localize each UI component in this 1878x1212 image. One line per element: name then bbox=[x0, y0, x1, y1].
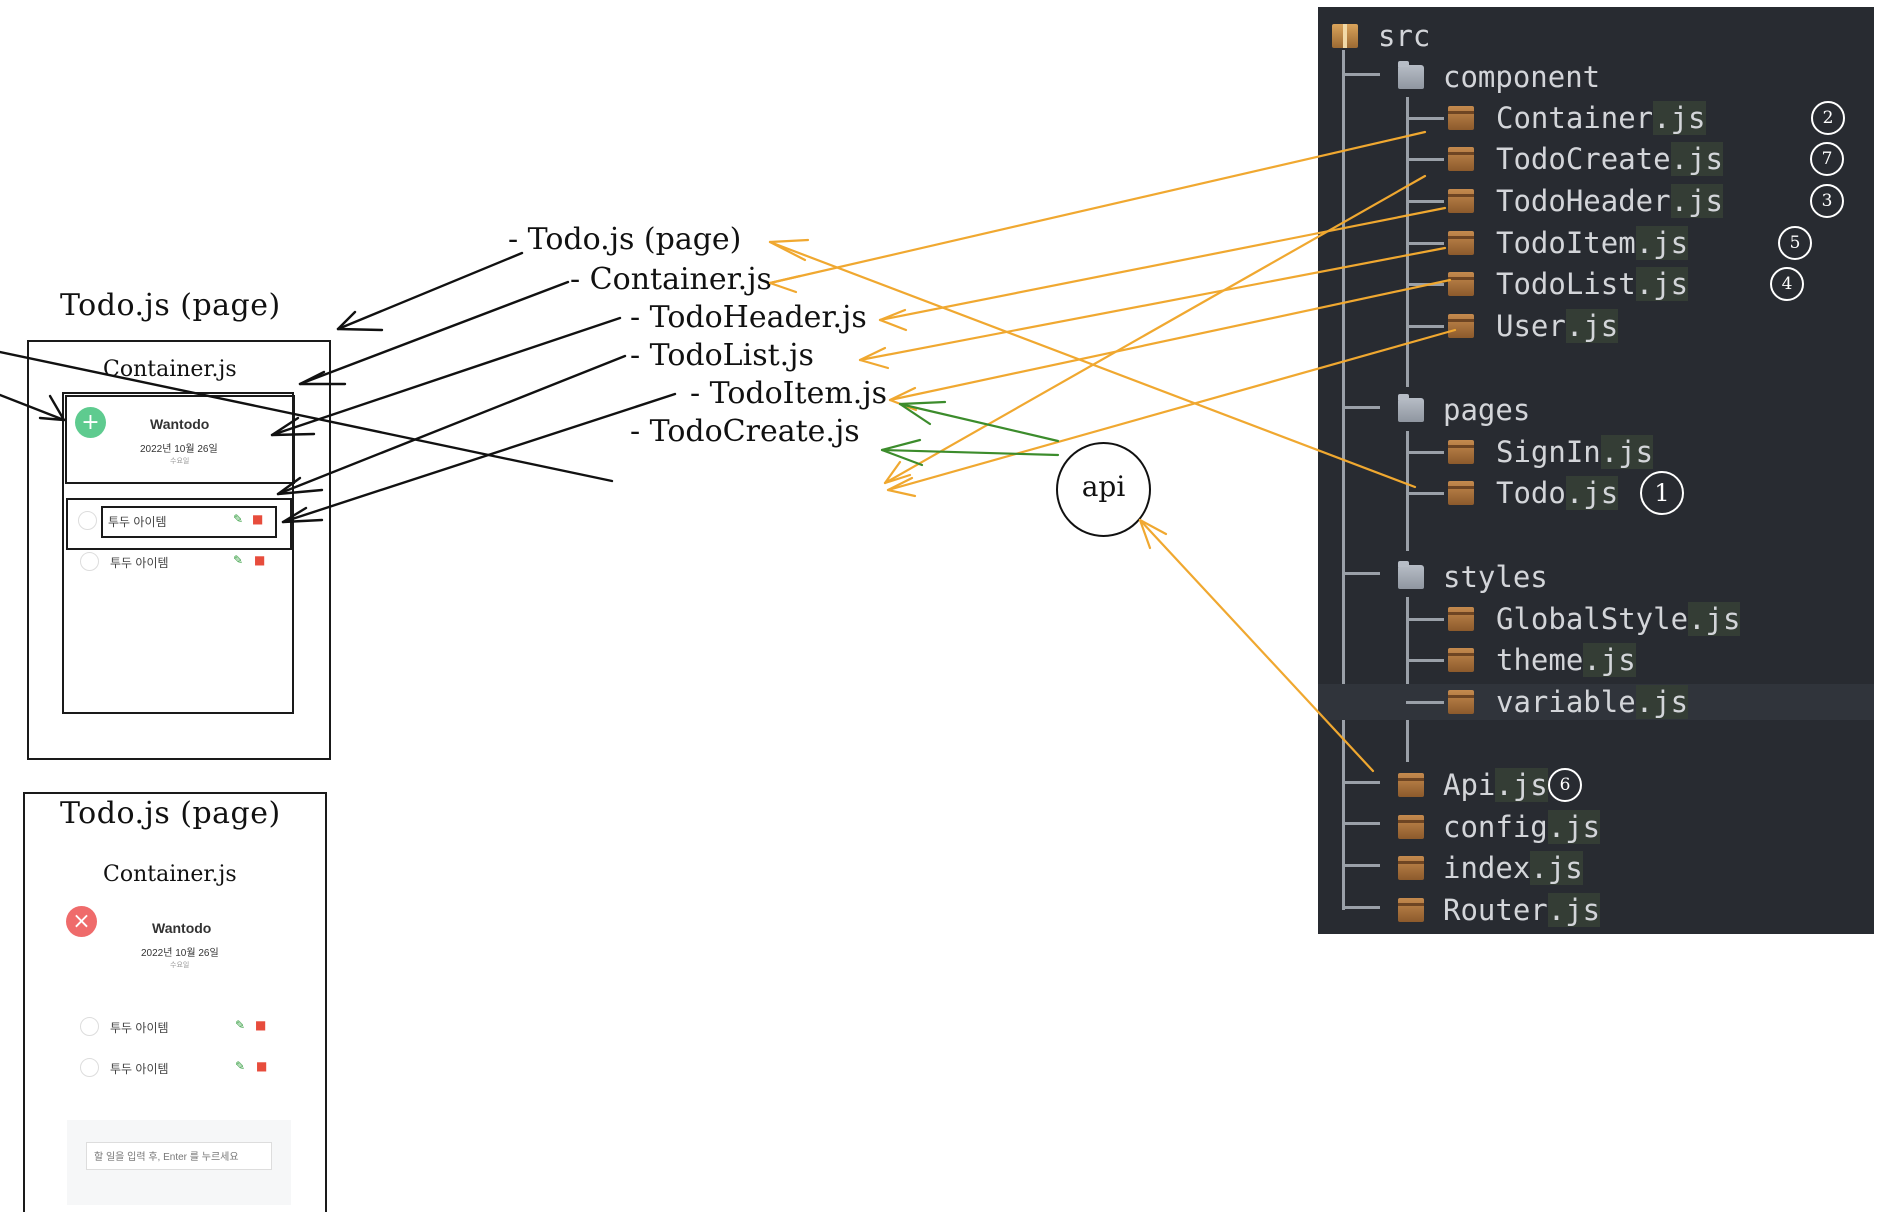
file-icon bbox=[1448, 440, 1474, 464]
header-date: 2022년 10월 26일 bbox=[141, 948, 219, 959]
file-icon bbox=[1448, 147, 1474, 171]
mockup-top-page-label: Todo.js (page) bbox=[60, 288, 281, 323]
package-icon bbox=[1332, 24, 1358, 48]
tree-file-variable[interactable]: variable.js bbox=[1318, 684, 1874, 720]
order-number: 7 bbox=[1810, 142, 1844, 176]
order-number: 2 bbox=[1811, 101, 1845, 135]
tree-file-globalstyle[interactable]: GlobalStyle.js bbox=[1406, 601, 1846, 637]
todo-create-input[interactable]: 할 일을 입력 후, Enter 를 누르세요 bbox=[86, 1142, 272, 1170]
component-item-todo-create: - TodoCreate.js bbox=[630, 414, 860, 449]
tree-file-todo[interactable]: Todo.js 1 bbox=[1406, 471, 1846, 515]
tree-file-container[interactable]: Container.js 2 bbox=[1406, 100, 1846, 136]
todo-item-text: 투두 아이템 bbox=[110, 1021, 169, 1035]
pencil-icon[interactable]: ✎ bbox=[233, 553, 244, 567]
checkbox-icon[interactable] bbox=[80, 1058, 99, 1077]
file-icon bbox=[1448, 607, 1474, 631]
todo-list-box bbox=[66, 498, 292, 550]
folder-icon bbox=[1398, 61, 1424, 89]
todo-create-panel: 할 일을 입력 후, Enter 를 누르세요 bbox=[67, 1120, 291, 1205]
file-tree-panel: src component Container.js 2 TodoCreate.… bbox=[1318, 7, 1874, 934]
mockup-bottom-page-frame bbox=[23, 792, 327, 1212]
tree-file-signin[interactable]: SignIn.js bbox=[1406, 434, 1846, 470]
todo-item-text: 투두 아이템 bbox=[110, 1062, 169, 1076]
folder-icon bbox=[1398, 394, 1424, 422]
file-icon bbox=[1448, 272, 1474, 296]
list-item: 투두 아이템 ✎ ■ bbox=[80, 1015, 275, 1039]
green-arrows bbox=[880, 400, 1060, 467]
file-icon bbox=[1398, 898, 1424, 922]
order-number: 4 bbox=[1770, 267, 1804, 301]
checkbox-icon[interactable] bbox=[78, 511, 97, 530]
tree-file-api[interactable]: Api.js 6 bbox=[1398, 767, 1838, 803]
file-icon bbox=[1448, 189, 1474, 213]
trash-icon[interactable]: ■ bbox=[255, 1018, 267, 1032]
trash-icon[interactable]: ■ bbox=[254, 553, 266, 567]
file-icon bbox=[1448, 314, 1474, 338]
api-label: api bbox=[1081, 470, 1126, 503]
component-item-todo-item: - TodoItem.js bbox=[690, 376, 888, 411]
file-icon bbox=[1398, 856, 1424, 880]
pencil-icon[interactable]: ✎ bbox=[235, 1018, 246, 1032]
tree-file-todoitem[interactable]: TodoItem.js 5 bbox=[1406, 225, 1846, 261]
pencil-icon[interactable]: ✎ bbox=[235, 1059, 246, 1073]
component-item-container: - Container.js bbox=[570, 262, 772, 297]
tree-file-user[interactable]: User.js bbox=[1406, 308, 1846, 344]
list-item: 투두 아이템 ✎ ■ bbox=[78, 509, 273, 533]
header-weekday: 수요일 bbox=[170, 458, 190, 465]
header-date: 2022년 10월 26일 bbox=[140, 444, 218, 455]
order-number: 5 bbox=[1778, 226, 1812, 260]
mockup-bottom-page-label: Todo.js (page) bbox=[60, 796, 281, 831]
app-title: Wantodo bbox=[152, 920, 212, 936]
mockup-bottom-container-label: Container.js bbox=[103, 862, 237, 887]
order-number: 6 bbox=[1548, 768, 1582, 802]
mockup-top-page-frame bbox=[27, 340, 331, 760]
app-title: Wantodo bbox=[150, 416, 210, 432]
file-icon bbox=[1448, 231, 1474, 255]
tree-file-todolist[interactable]: TodoList.js 4 bbox=[1406, 266, 1846, 302]
folder-icon bbox=[1398, 561, 1424, 589]
list-item: 투두 아이템 ✎ ■ bbox=[80, 550, 275, 574]
add-todo-button[interactable]: + bbox=[75, 407, 106, 438]
file-icon bbox=[1398, 773, 1424, 797]
order-number: 1 bbox=[1640, 471, 1684, 515]
order-number: 3 bbox=[1810, 184, 1844, 218]
component-item-todo-page: - Todo.js (page) bbox=[508, 222, 742, 257]
checkbox-icon[interactable] bbox=[80, 1017, 99, 1036]
checkbox-icon[interactable] bbox=[80, 552, 99, 571]
todo-item-box bbox=[101, 506, 277, 538]
file-icon bbox=[1448, 690, 1474, 714]
list-item: 투두 아이템 ✎ ■ bbox=[80, 1056, 275, 1080]
close-create-button[interactable]: × bbox=[66, 906, 97, 937]
todo-item-text: 투두 아이템 bbox=[110, 556, 169, 570]
api-bubble: api bbox=[1056, 442, 1151, 537]
todo-item-text: 투두 아이템 bbox=[108, 515, 167, 529]
component-item-todo-list: - TodoList.js bbox=[630, 338, 814, 373]
file-icon bbox=[1448, 481, 1474, 505]
trash-icon[interactable]: ■ bbox=[252, 512, 264, 526]
file-icon bbox=[1398, 815, 1424, 839]
component-item-todo-header: - TodoHeader.js bbox=[630, 300, 867, 335]
mockup-top-container-label: Container.js bbox=[103, 357, 237, 382]
tree-file-todoheader[interactable]: TodoHeader.js 3 bbox=[1406, 183, 1846, 219]
trash-icon[interactable]: ■ bbox=[256, 1059, 268, 1073]
file-icon bbox=[1448, 106, 1474, 130]
tree-file-todocreate[interactable]: TodoCreate.js 7 bbox=[1406, 141, 1846, 177]
file-icon bbox=[1448, 648, 1474, 672]
tree-file-theme[interactable]: theme.js bbox=[1406, 642, 1846, 678]
header-weekday: 수요일 bbox=[170, 962, 190, 969]
pencil-icon[interactable]: ✎ bbox=[233, 512, 244, 526]
